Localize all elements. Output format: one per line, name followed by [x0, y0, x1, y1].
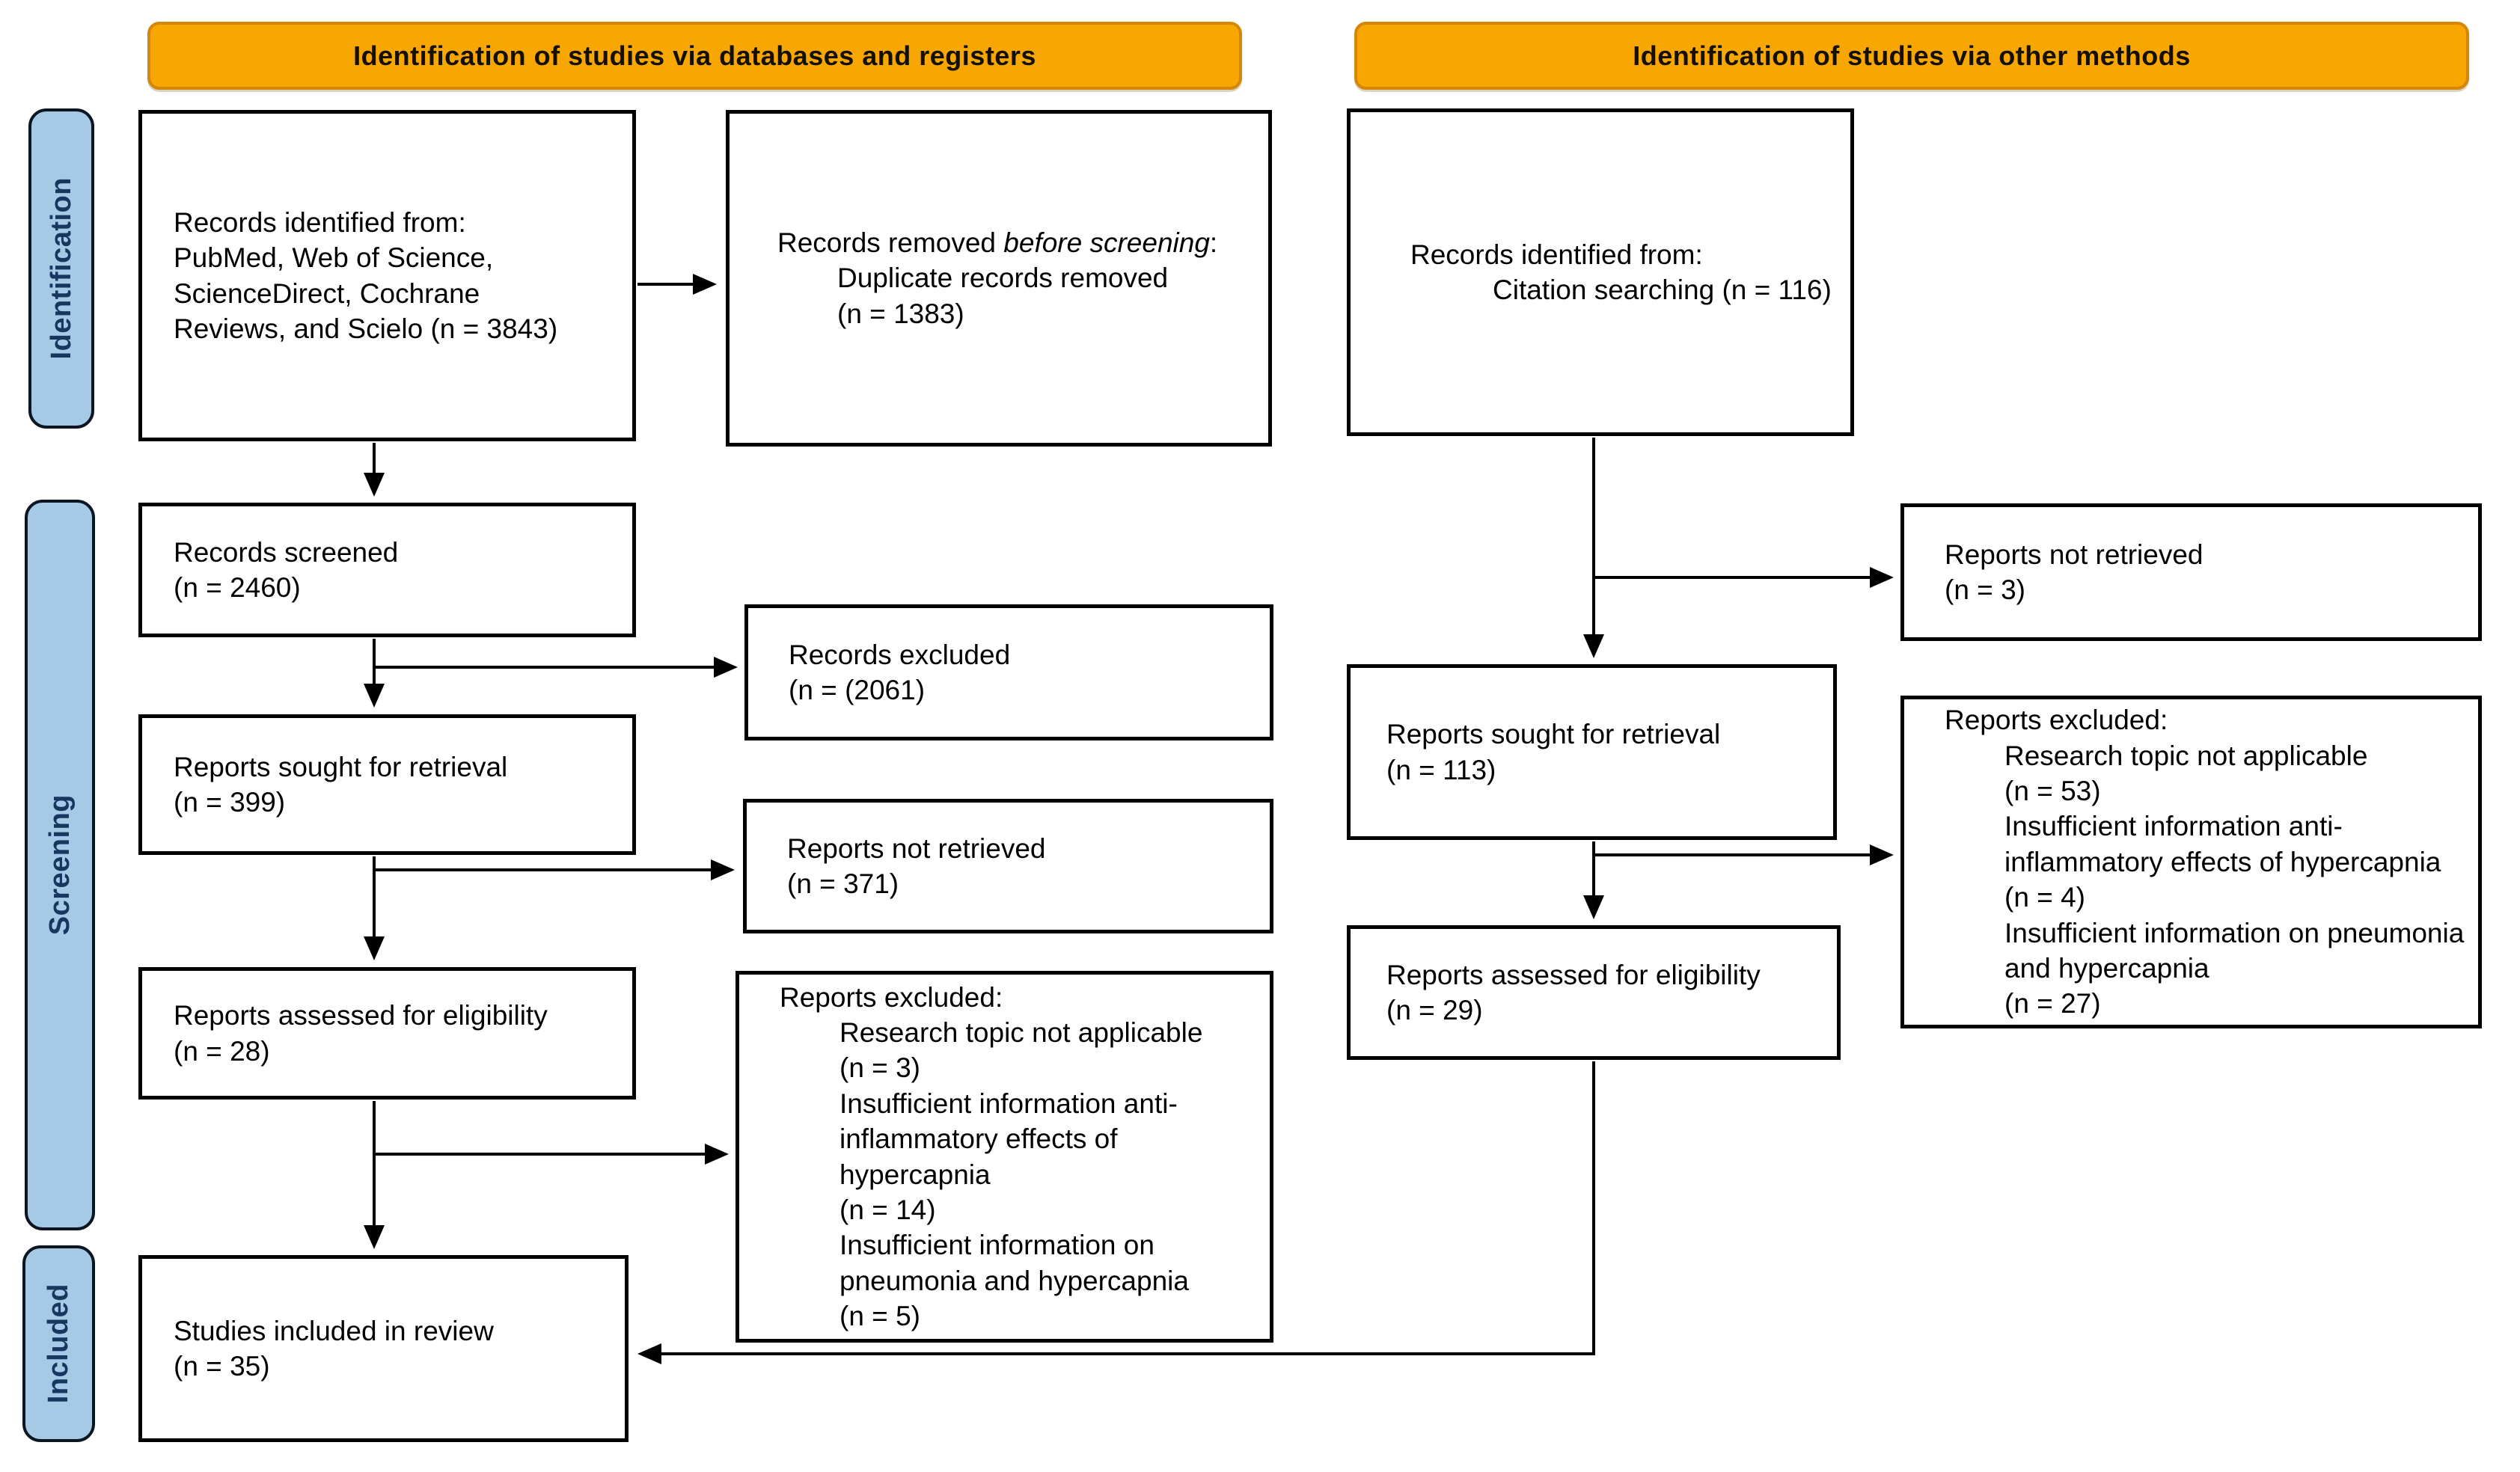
box-text-line: Duplicate records removed — [837, 263, 1169, 294]
box-text-line: Studies included in review — [174, 1315, 494, 1346]
banner-databases-registers: Identification of studies via databases … — [147, 22, 1242, 90]
box-text-line: Records excluded — [789, 639, 1011, 670]
box-text-line: Citation searching (n = 116) — [1493, 275, 1832, 305]
box-records-identified-databases: Records identified from: PubMed, Web of … — [138, 110, 636, 441]
box-text-line: Reviews, and Scielo (n = 3843) — [174, 313, 558, 344]
box-reports-excluded-databases: Reports excluded: Research topic not app… — [735, 971, 1273, 1343]
box-records-screened: Records screened (n = 2460) — [138, 503, 636, 637]
box-text-line: (n = 53) — [2004, 776, 2101, 807]
box-text-line: Insufficient information on — [840, 1230, 1155, 1261]
box-text-line: (n = 14) — [840, 1194, 936, 1225]
stage-label-identification: Identification — [28, 108, 94, 429]
box-text-line: Reports assessed for eligibility — [1386, 959, 1761, 990]
box-text-line: (n = 3) — [1945, 574, 2025, 605]
box-text-line: and hypercapnia — [2004, 952, 2209, 984]
stage-screening-text: Screening — [43, 794, 76, 936]
box-text-line: (n = 27) — [2004, 988, 2101, 1019]
box-text-line: (n = 5) — [840, 1300, 920, 1331]
box-text-line: (n = 29) — [1386, 995, 1483, 1025]
box-reports-assessed-other: Reports assessed for eligibility (n = 29… — [1347, 925, 1841, 1060]
records-removed-italic: before screening — [1003, 227, 1210, 258]
box-text-line: ScienceDirect, Cochrane — [174, 277, 480, 309]
box-text-line: (n = 1383) — [837, 298, 964, 329]
box-text-line: (n = 399) — [174, 787, 286, 818]
box-text-line: Insufficient information on pneumonia — [2004, 917, 2465, 948]
stage-label-included: Included — [22, 1245, 95, 1442]
banner-databases-label: Identification of studies via databases … — [353, 40, 1036, 71]
records-removed-prefix: Records removed — [777, 227, 1004, 258]
box-text-line: pneumonia and hypercapnia — [840, 1265, 1189, 1296]
box-studies-included-in-review: Studies included in review (n = 35) — [138, 1255, 629, 1442]
box-reports-excluded-other: Reports excluded: Research topic not app… — [1900, 696, 2482, 1028]
box-records-removed-before-screening: Records removed before screening: Duplic… — [726, 110, 1272, 447]
box-text-line: (n = 28) — [174, 1035, 270, 1067]
box-text-line: (n = 113) — [1386, 754, 1496, 785]
box-text-line: inflammatory effects of — [840, 1123, 1118, 1155]
box-text-line: Records removed before screening: — [777, 225, 1268, 260]
banner-other-methods-label: Identification of studies via other meth… — [1633, 40, 2191, 71]
box-text-line: Reports sought for retrieval — [174, 751, 508, 782]
box-text-line: hypercapnia — [840, 1159, 991, 1190]
box-text-line: Records identified from: — [1410, 239, 1703, 270]
box-text-line: (n = 4) — [2004, 882, 2085, 913]
box-text-line: Reports excluded: — [1945, 705, 2168, 736]
box-text-line: PubMed, Web of Science, — [174, 242, 494, 274]
box-text-line: Insufficient information anti- — [840, 1088, 1178, 1119]
box-text-line: Reports not retrieved — [1945, 539, 2204, 570]
records-removed-suffix: : — [1209, 227, 1218, 258]
box-text-line: (n = 371) — [787, 868, 899, 899]
banner-other-methods: Identification of studies via other meth… — [1354, 22, 2469, 90]
box-text-line: (n = 2460) — [174, 572, 301, 603]
box-text-line: (n = (2061) — [789, 675, 926, 705]
box-reports-not-retrieved-other: Reports not retrieved (n = 3) — [1900, 503, 2482, 641]
box-text-line: Insufficient information anti- — [2004, 811, 2343, 842]
box-text-line: Records screened — [174, 536, 399, 568]
box-text-line: Reports sought for retrieval — [1386, 719, 1721, 750]
box-text-line: Reports assessed for eligibility — [174, 1000, 548, 1031]
box-records-identified-citation: Records identified from: Citation search… — [1347, 108, 1854, 436]
stage-included-text: Included — [43, 1284, 74, 1404]
box-reports-sought-databases: Reports sought for retrieval (n = 399) — [138, 714, 636, 855]
box-records-excluded: Records excluded (n = (2061) — [744, 604, 1273, 740]
box-text-line: Reports not retrieved — [787, 832, 1046, 864]
stage-label-screening: Screening — [25, 500, 95, 1230]
box-text-line: Reports excluded: — [780, 981, 1003, 1013]
box-reports-assessed-databases: Reports assessed for eligibility (n = 28… — [138, 967, 636, 1100]
box-text-line: Research topic not applicable — [2004, 740, 2368, 771]
stage-identification-text: Identification — [45, 177, 77, 360]
box-reports-not-retrieved-databases: Reports not retrieved (n = 371) — [743, 799, 1273, 933]
box-text-line: (n = 3) — [840, 1052, 920, 1084]
box-text-line: Records identified from: — [174, 206, 466, 238]
box-text-line: Research topic not applicable — [840, 1017, 1203, 1049]
box-text-line: inflammatory effects of hypercapnia — [2004, 846, 2441, 877]
box-text-line: (n = 35) — [174, 1351, 270, 1381]
box-reports-sought-other: Reports sought for retrieval (n = 113) — [1347, 664, 1837, 840]
